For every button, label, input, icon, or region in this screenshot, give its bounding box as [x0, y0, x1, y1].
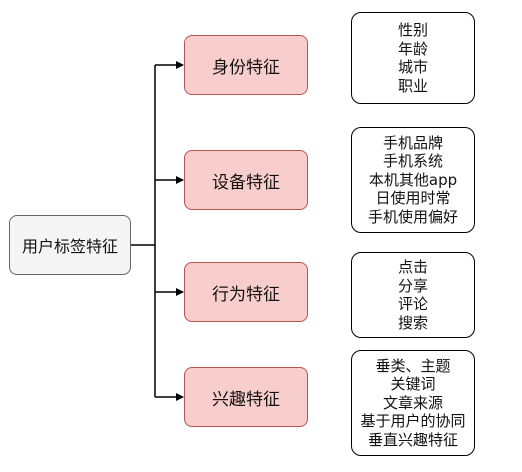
- category-node-behavior: 行为特征: [184, 262, 308, 322]
- category-node-interest: 兴趣特征: [184, 367, 308, 427]
- detail-item: 文章来源: [382, 393, 443, 412]
- detail-item: 职业: [397, 76, 428, 95]
- category-node-identity: 身份特征: [184, 35, 308, 95]
- category-label: 身份特征: [212, 57, 280, 78]
- detail-item: 分享: [397, 276, 428, 295]
- detail-item: 评论: [397, 295, 428, 313]
- detail-item: 本机其他app: [368, 170, 458, 189]
- category-node-device: 设备特征: [184, 150, 308, 210]
- detail-item: 搜索: [397, 313, 428, 332]
- detail-item: 性别: [397, 21, 428, 39]
- detail-item: 垂直兴趣特征: [367, 430, 458, 449]
- detail-item: 城市: [397, 58, 428, 76]
- detail-item: 点击: [397, 258, 428, 276]
- detail-item: 日使用时常: [375, 189, 451, 208]
- detail-box-identity: 性别 年龄 城市 职业: [351, 12, 475, 104]
- root-label: 用户标签特征: [21, 237, 118, 256]
- detail-box-device: 手机品牌 手机系统 本机其他app 日使用时常 手机使用偏好: [351, 127, 475, 233]
- category-label: 行为特征: [212, 284, 280, 305]
- detail-item: 手机品牌: [382, 133, 443, 152]
- detail-item: 垂类、主题: [375, 356, 451, 375]
- category-label: 兴趣特征: [212, 389, 280, 410]
- category-label: 设备特征: [212, 172, 280, 193]
- detail-box-behavior: 点击 分享 评论 搜索: [351, 252, 475, 338]
- detail-item: 关键词: [390, 375, 436, 394]
- root-node: 用户标签特征: [9, 215, 131, 275]
- detail-box-interest: 垂类、主题 关键词 文章来源 基于用户的协同 垂直兴趣特征: [351, 350, 475, 456]
- detail-item: 年龄: [397, 39, 428, 58]
- detail-item: 手机使用偏好: [367, 207, 458, 226]
- detail-item: 基于用户的协同: [360, 412, 466, 431]
- detail-item: 手机系统: [382, 152, 443, 171]
